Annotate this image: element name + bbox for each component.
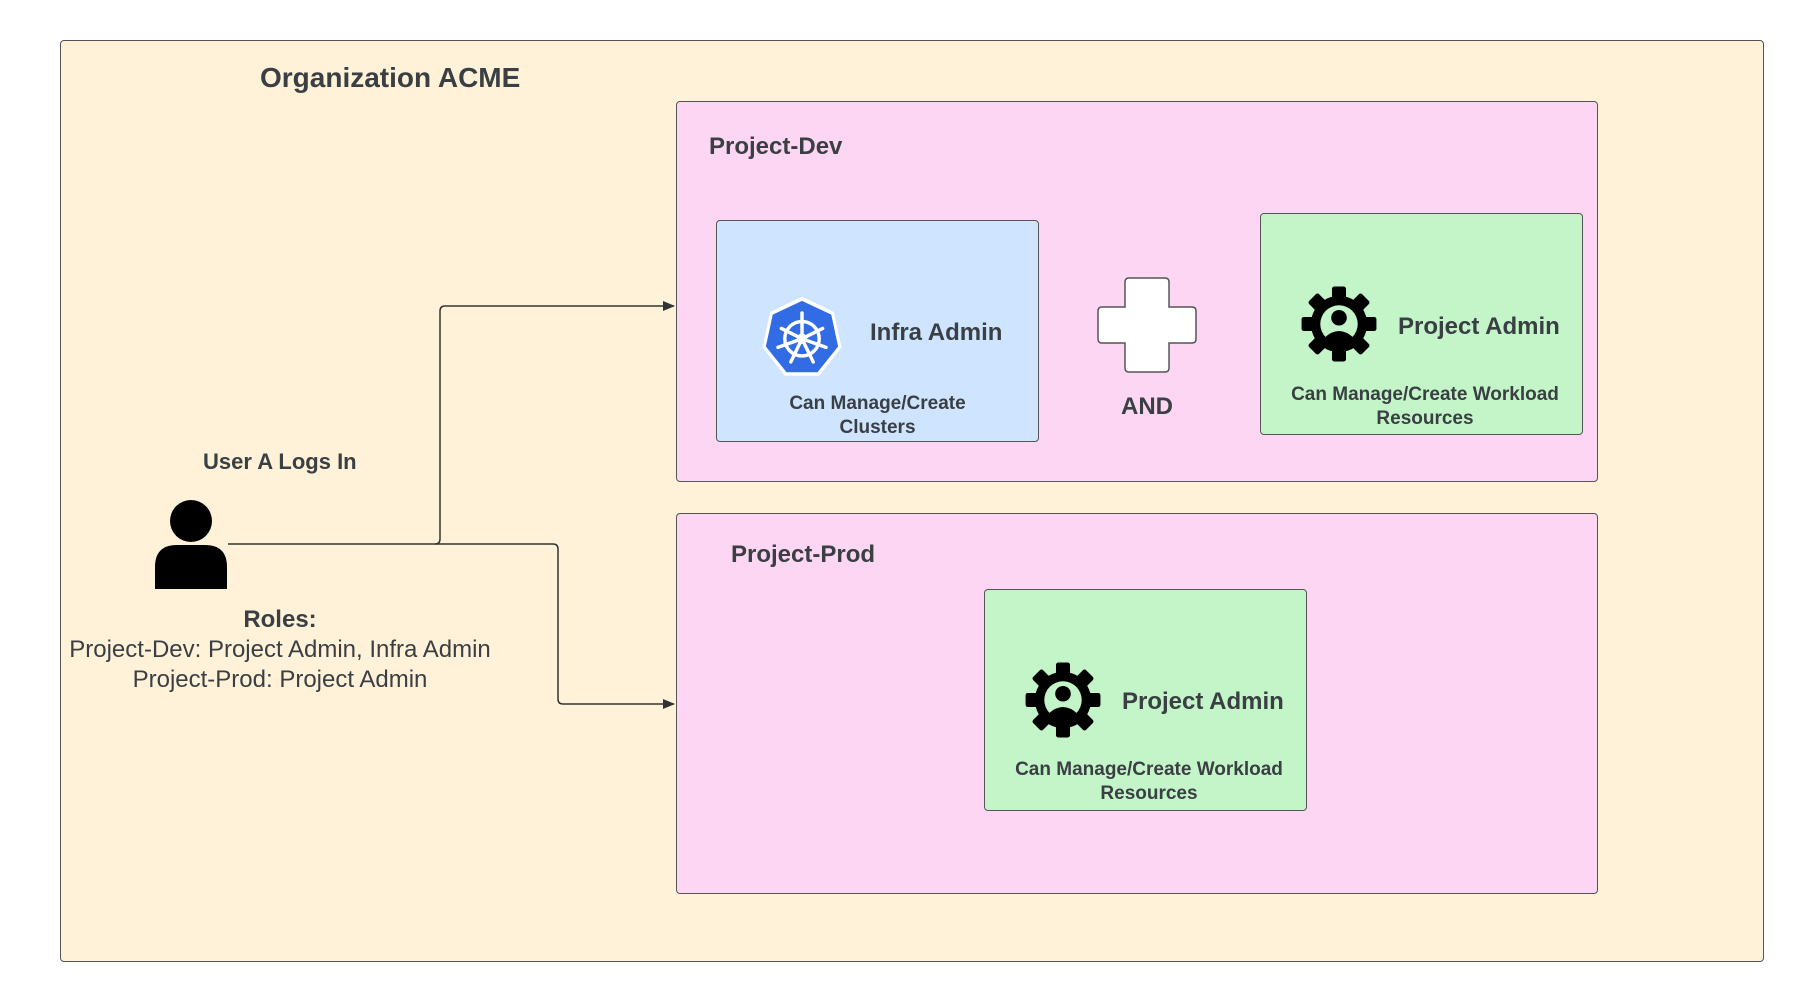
description-line: Can Manage/Create Workload xyxy=(1291,384,1559,405)
arrow-to-project-dev xyxy=(228,301,675,545)
project-admin-title-prod: Project Admin xyxy=(1122,688,1284,715)
project-admin-description-dev: Can Manage/Create Workload Resources xyxy=(1260,383,1590,431)
project-prod-title: Project-Prod xyxy=(731,541,876,568)
infra-admin-description: Can Manage/Create Clusters xyxy=(716,392,1039,440)
description-line: Can Manage/Create xyxy=(789,393,966,414)
description-line: Resources xyxy=(1100,783,1198,804)
project-admin-description-prod: Can Manage/Create Workload Resources xyxy=(984,758,1314,806)
roles-heading: Roles: xyxy=(243,606,317,633)
kubernetes-icon xyxy=(762,296,842,376)
project-admin-title-dev: Project Admin xyxy=(1398,313,1560,340)
roles-line-dev: Project-Dev: Project Admin, Infra Admin xyxy=(69,636,491,663)
project-dev-title: Project-Dev xyxy=(709,133,843,160)
plus-icon xyxy=(1097,277,1197,373)
user-label: User A Logs In xyxy=(203,449,357,474)
organization-title: Organization ACME xyxy=(260,62,521,93)
roles-line-prod: Project-Prod: Project Admin xyxy=(132,666,428,693)
description-line: Clusters xyxy=(839,417,916,438)
infra-admin-title: Infra Admin xyxy=(870,319,1003,346)
gear-user-icon xyxy=(1025,662,1101,738)
gear-user-icon xyxy=(1301,286,1377,362)
user-icon xyxy=(155,500,227,589)
description-line: Resources xyxy=(1376,408,1474,429)
description-line: Can Manage/Create Workload xyxy=(1015,759,1283,780)
arrow-to-project-prod xyxy=(435,543,675,709)
and-label: AND xyxy=(1121,393,1173,420)
